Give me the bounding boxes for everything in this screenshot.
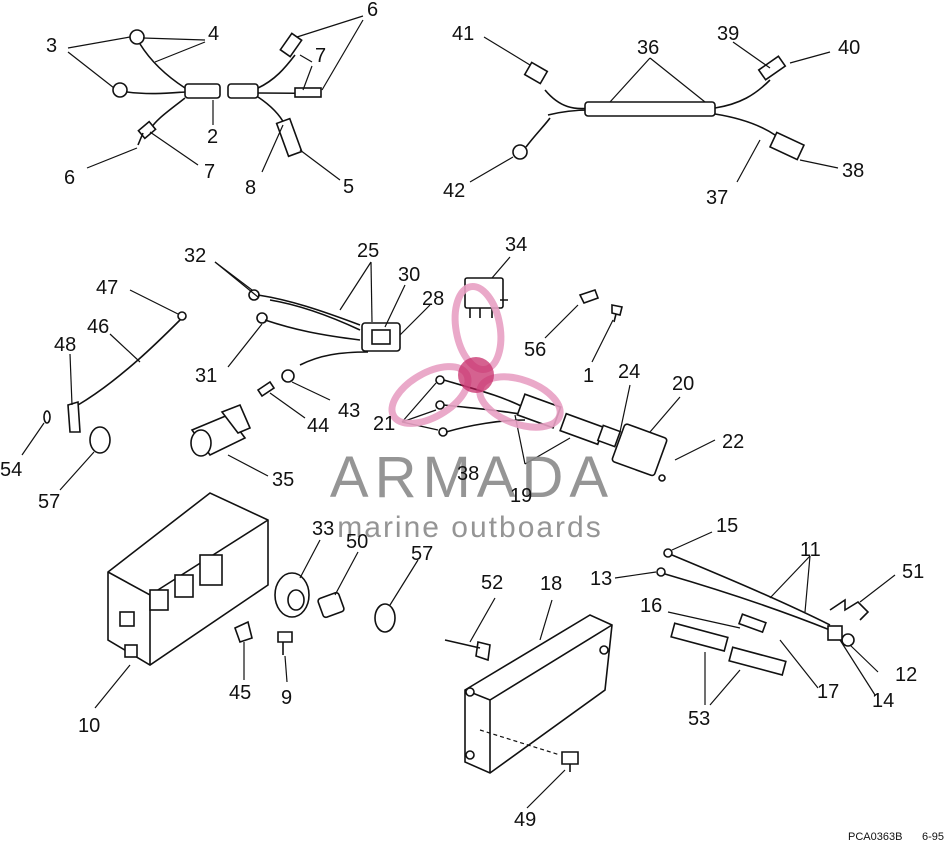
part-label: 30 bbox=[398, 264, 420, 286]
part-label: 31 bbox=[195, 365, 217, 387]
screw-44-washer-43 bbox=[256, 369, 331, 419]
part-label: 5 bbox=[343, 176, 354, 198]
part-label: 47 bbox=[96, 277, 118, 299]
part-label: 48 bbox=[54, 334, 76, 356]
part-label: 49 bbox=[514, 809, 536, 831]
figure-code: PCA0363B 6-95 bbox=[848, 831, 944, 843]
part-label: 56 bbox=[524, 339, 546, 361]
part-label: 24 bbox=[618, 361, 640, 383]
part-label: 36 bbox=[637, 37, 659, 59]
sensor-harness-11 bbox=[656, 548, 870, 676]
part-label: 38 bbox=[842, 160, 864, 182]
part-label: 32 bbox=[184, 245, 206, 267]
part-label: 54 bbox=[0, 459, 22, 481]
part-label: 7 bbox=[315, 45, 326, 67]
part-label: 21 bbox=[373, 413, 395, 435]
part-label: 12 bbox=[895, 664, 917, 686]
leaders-sensor bbox=[614, 531, 896, 706]
part-label: 28 bbox=[422, 288, 444, 310]
part-label: 57 bbox=[411, 543, 433, 565]
part-label: 7 bbox=[204, 161, 215, 183]
module-10 bbox=[94, 492, 269, 709]
watermark-brand: ARMADA bbox=[330, 445, 614, 510]
clip-56-screw-1 bbox=[544, 288, 623, 363]
part-label: 39 bbox=[717, 23, 739, 45]
plate-18 bbox=[444, 597, 613, 809]
part-label: 16 bbox=[640, 595, 662, 617]
harness-middle bbox=[248, 289, 401, 366]
watermark-tagline: marine outboards bbox=[337, 511, 602, 544]
part-label: 35 bbox=[272, 469, 294, 491]
connector-35 bbox=[190, 403, 269, 477]
ground-wire-46 bbox=[21, 289, 187, 491]
leaders-top-left bbox=[67, 15, 364, 181]
part-label: 2 bbox=[207, 126, 218, 148]
figure-code-label: PCA0363B bbox=[848, 831, 902, 843]
part-label: 25 bbox=[357, 240, 379, 262]
leaders-middle bbox=[214, 261, 431, 368]
part-label: 45 bbox=[229, 682, 251, 704]
leaders-top-right bbox=[469, 36, 839, 183]
grommet-33-sleeve-50 bbox=[274, 539, 419, 633]
part-label: 51 bbox=[902, 561, 924, 583]
harness-top-right bbox=[512, 55, 806, 161]
part-label: 6 bbox=[64, 167, 75, 189]
part-label: 53 bbox=[688, 708, 710, 730]
part-label: 18 bbox=[540, 573, 562, 595]
part-label: 6 bbox=[367, 0, 378, 21]
part-label: 4 bbox=[208, 23, 219, 45]
part-label: 57 bbox=[38, 491, 60, 513]
part-label: 9 bbox=[281, 687, 292, 709]
part-label: 52 bbox=[481, 572, 503, 594]
part-label: 22 bbox=[722, 431, 744, 453]
part-label: 46 bbox=[87, 316, 109, 338]
propeller-logo-icon bbox=[388, 282, 564, 431]
armada-watermark: ARMADA marine outboards bbox=[330, 282, 614, 544]
part-label: 14 bbox=[872, 690, 894, 712]
part-label: 37 bbox=[706, 187, 728, 209]
part-label: 17 bbox=[817, 681, 839, 703]
part-label: 33 bbox=[312, 518, 334, 540]
part-label: 44 bbox=[307, 415, 329, 437]
part-label: 3 bbox=[46, 35, 57, 57]
harness-top-left bbox=[112, 29, 322, 158]
date-code-label: 6-95 bbox=[922, 831, 944, 843]
part-label: 13 bbox=[590, 568, 612, 590]
part-label: 38 bbox=[457, 463, 479, 485]
part-label: 1 bbox=[583, 365, 594, 387]
part-label: 19 bbox=[510, 485, 532, 507]
part-label: 8 bbox=[245, 177, 256, 199]
part-label: 42 bbox=[443, 180, 465, 202]
part-label: 40 bbox=[838, 37, 860, 59]
part-label: 34 bbox=[505, 234, 527, 256]
part-label: 11 bbox=[800, 539, 821, 561]
part-label: 15 bbox=[716, 515, 738, 537]
part-label: 10 bbox=[78, 715, 100, 737]
clip-45-screw-9 bbox=[234, 620, 293, 683]
part-label: 41 bbox=[452, 23, 474, 45]
part-number-labels: 1 2 3 4 5 6 6 7 7 8 9 10 11 12 13 14 15 … bbox=[0, 0, 924, 831]
part-label: 20 bbox=[672, 373, 694, 395]
part-label: 43 bbox=[338, 400, 360, 422]
part-label: 50 bbox=[346, 531, 368, 553]
